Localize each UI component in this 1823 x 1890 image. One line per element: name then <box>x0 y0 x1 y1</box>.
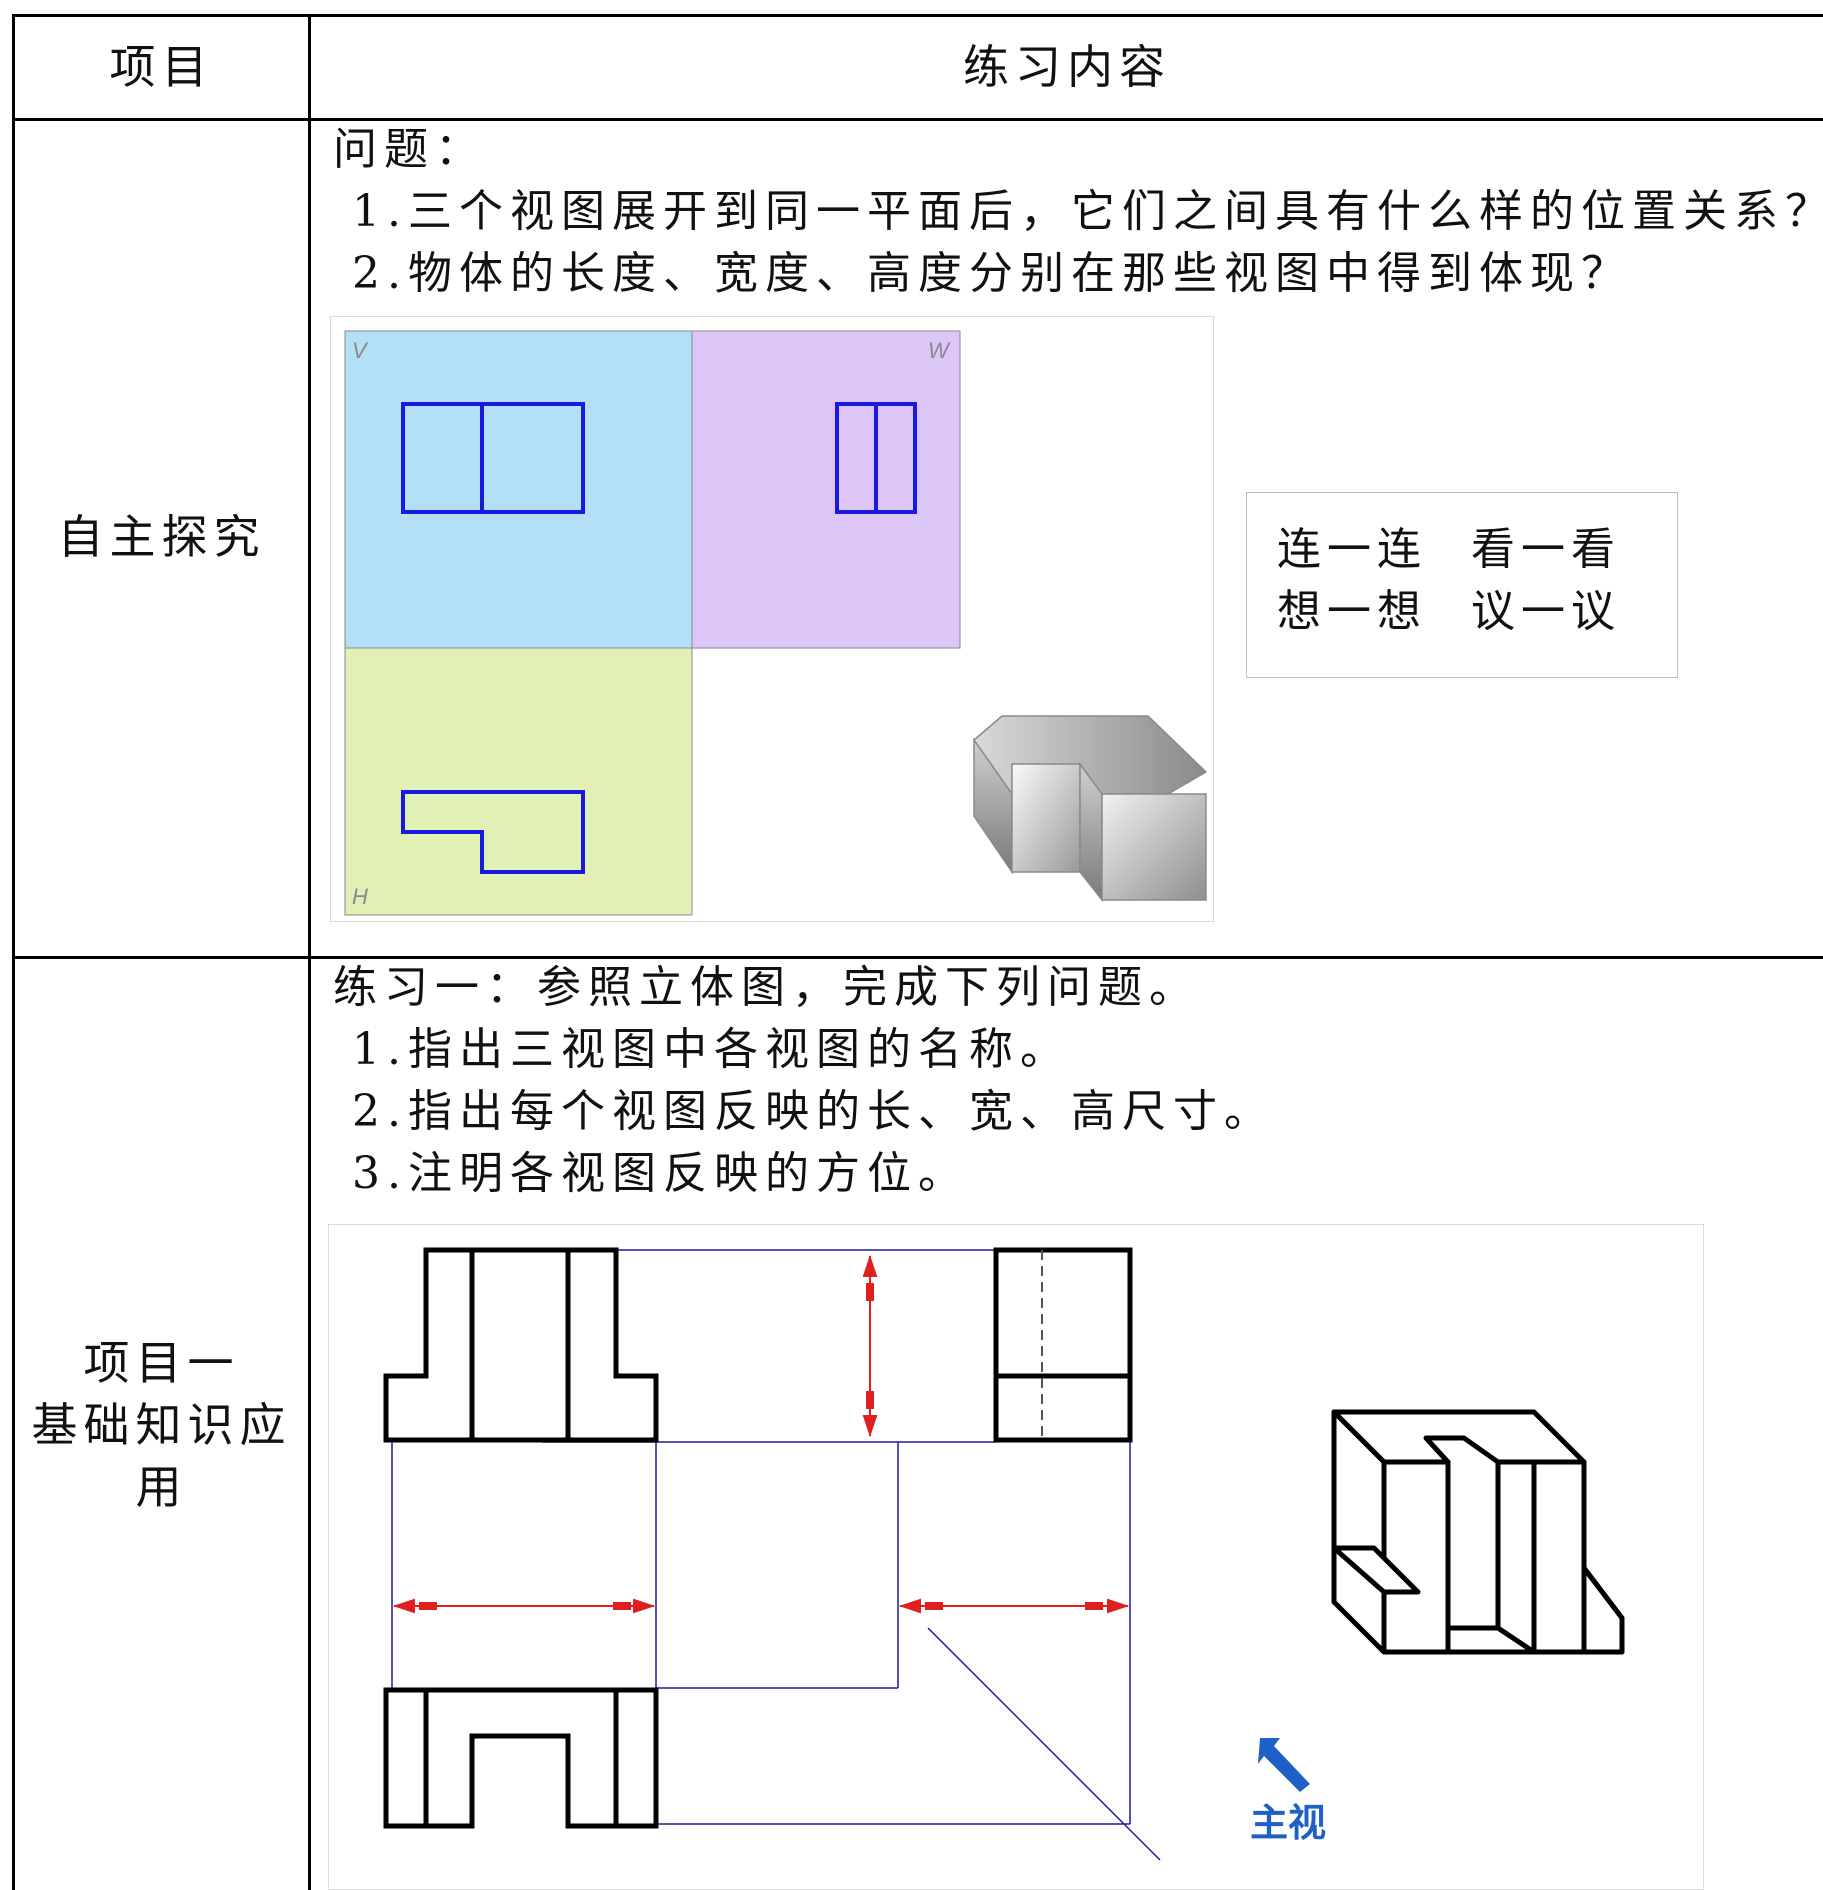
plane-h-label: H <box>352 884 368 909</box>
header-item-label: 项目 <box>109 40 214 94</box>
front-view-outline <box>401 402 585 514</box>
row2-item-label-line2: 基础知识应 <box>31 1398 292 1452</box>
discussion-prompt-box: 连一连 看一看 想一想 议一议 <box>1246 492 1678 678</box>
three-view-drawing-figure: 主视 <box>328 1224 1704 1890</box>
three-plane-projection-figure: V W H <box>330 316 1214 922</box>
plane-h <box>344 647 693 916</box>
row2-task-3: 3.注明各视图反映的方位。 <box>352 1148 969 1199</box>
row1-question-heading: 问题： <box>333 124 486 175</box>
top-view <box>383 1687 659 1829</box>
table-header-divider <box>12 118 1823 121</box>
front-view <box>383 1247 659 1443</box>
plane-v-label: V <box>352 338 369 363</box>
prompt-look: 看一看 <box>1471 524 1621 575</box>
prompt-think: 想一想 <box>1277 586 1427 637</box>
table-column-divider <box>308 14 311 1890</box>
isometric-u-block <box>1331 1409 1625 1655</box>
shaded-block-3d <box>972 715 1208 903</box>
row2-item-label-line3: 用 <box>135 1460 188 1514</box>
row1-item-label: 自主探究 <box>57 510 266 564</box>
view-direction-label: 主视 <box>1250 1800 1326 1845</box>
prompt-discuss: 议一议 <box>1471 586 1621 637</box>
row2-task-1: 1.指出三视图中各视图的名称。 <box>352 1024 1071 1075</box>
prompt-connect: 连一连 <box>1277 524 1427 575</box>
side-view-outline <box>835 402 917 514</box>
plane-w <box>691 330 961 649</box>
row1-question-1: 1.三个视图展开到同一平面后，它们之间具有什么样的位置关系？ <box>352 186 1823 237</box>
row2-task-2: 2.指出每个视图反映的长、宽、高尺寸。 <box>352 1086 1275 1137</box>
row1-question-2: 2.物体的长度、宽度、高度分别在那些视图中得到体现？ <box>352 248 1632 299</box>
plane-w-label: W <box>928 338 951 363</box>
side-view <box>993 1247 1133 1443</box>
top-view-outline <box>401 790 585 874</box>
row2-item-label-line1: 项目一 <box>83 1336 240 1390</box>
table-border-left <box>12 14 15 1890</box>
table-border-top <box>12 14 1823 17</box>
view-direction-arrow-icon <box>1258 1738 1310 1792</box>
row2-exercise-heading: 练习一：参照立体图，完成下列问题。 <box>333 962 1200 1013</box>
header-content-label: 练习内容 <box>963 40 1171 94</box>
plane-v <box>344 330 693 649</box>
dimension-arrows <box>392 1254 1130 1614</box>
table-row-divider <box>12 956 1823 959</box>
